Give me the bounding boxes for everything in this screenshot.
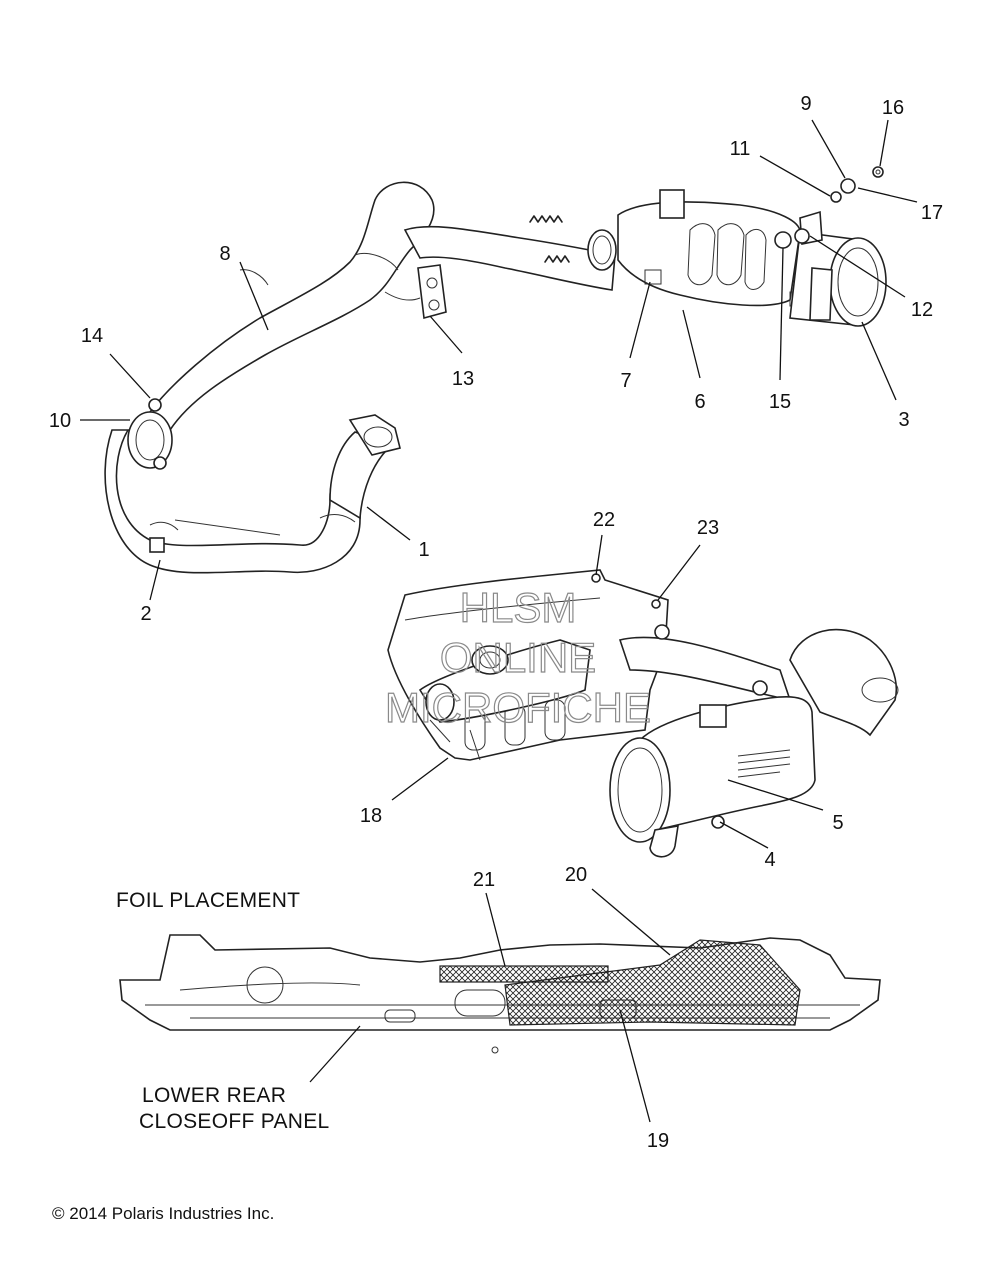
muffler-label-text xyxy=(737,749,791,778)
callout-6: 6 xyxy=(694,391,705,413)
callout-15: 15 xyxy=(769,391,791,413)
heat-shield-6 xyxy=(617,189,807,307)
lower-rear-caption-line-1: LOWER REAR xyxy=(142,1084,286,1107)
callout-13: 13 xyxy=(452,368,474,390)
callout-23: 23 xyxy=(697,517,719,539)
callout-20: 20 xyxy=(565,864,587,886)
callout-21: 21 xyxy=(473,869,495,891)
callout-4: 4 xyxy=(764,849,775,871)
callout-16: 16 xyxy=(882,97,904,119)
callout-labels: 1 2 3 4 5 6 7 8 9 10 11 12 13 14 15 16 1… xyxy=(49,93,943,1152)
muffler-3 xyxy=(789,210,887,327)
clamp-10 xyxy=(127,398,173,470)
assembled-exhaust-view xyxy=(387,569,899,858)
callout-1: 1 xyxy=(418,539,429,561)
exploded-exhaust-view xyxy=(104,166,887,574)
lower-rear-caption-line-2: CLOSEOFF PANEL xyxy=(139,1110,330,1133)
watermark-line-1: HLSM xyxy=(460,584,577,631)
copyright-notice: © 2014 Polaris Industries Inc. xyxy=(52,1204,275,1223)
callout-17: 17 xyxy=(921,202,943,224)
hardware-small xyxy=(774,166,884,249)
bracket-13 xyxy=(384,264,447,320)
pipe-1 xyxy=(319,414,401,523)
callout-9: 9 xyxy=(800,93,811,115)
watermark-line-3: MICROFICHE xyxy=(385,684,651,731)
watermark-line-2: ONLINE xyxy=(440,634,596,681)
lower-rear-closeoff-panel xyxy=(119,934,881,1054)
callout-7: 7 xyxy=(620,370,631,392)
foil-20 xyxy=(504,939,801,1026)
watermark: HLSM ONLINE MICROFICHE xyxy=(384,583,651,731)
captions: FOIL PLACEMENT LOWER REAR CLOSEOFF PANEL xyxy=(116,889,330,1133)
callout-12: 12 xyxy=(911,299,933,321)
callout-11: 11 xyxy=(730,138,751,160)
callout-8: 8 xyxy=(219,243,230,265)
callout-18: 18 xyxy=(360,805,382,827)
callout-5: 5 xyxy=(832,812,843,834)
leader-lines xyxy=(80,119,918,1123)
callout-3: 3 xyxy=(898,409,909,431)
callout-22: 22 xyxy=(593,509,615,531)
foil-placement-caption: FOIL PLACEMENT xyxy=(116,889,300,912)
callout-10: 10 xyxy=(49,410,71,432)
callout-2: 2 xyxy=(140,603,151,625)
pipe-8 xyxy=(148,181,617,432)
callout-14: 14 xyxy=(81,325,103,347)
callout-19: 19 xyxy=(647,1130,669,1152)
